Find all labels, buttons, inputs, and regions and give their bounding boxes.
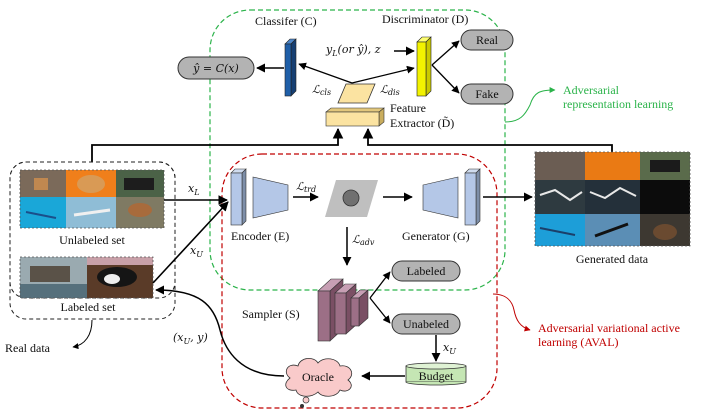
disc-to-fake-arrow	[431, 64, 460, 94]
fake-pill	[460, 83, 514, 105]
unlabeled-set-label: Unlabeled set	[59, 233, 125, 247]
generated-data-to-fe-line	[362, 127, 613, 152]
sampler-block	[317, 278, 369, 342]
generator-label: Generator (G)	[402, 229, 470, 243]
classifier-output-pill	[177, 56, 255, 80]
unlabeled-pill	[391, 313, 461, 335]
oracle-label: Oracle	[302, 370, 334, 384]
real-pill-text: Real	[476, 33, 499, 47]
aval-label-line1: Adversarial variational active	[538, 321, 680, 335]
adv-rep-label-line1: Adversarial	[563, 83, 620, 97]
encoder-input-block	[230, 168, 247, 226]
real-pill	[460, 29, 514, 51]
discriminator-label: Discriminator (D)	[382, 12, 468, 26]
sampler-to-labeled-arrow	[369, 271, 391, 299]
oracle-cloud	[285, 358, 353, 408]
adv-rep-pointer	[504, 87, 556, 123]
disc-to-real-arrow	[431, 40, 460, 66]
encoder-trapezoid	[252, 176, 289, 219]
xU-arrow	[152, 201, 229, 284]
sampler-to-unlabeled-arrow	[369, 297, 391, 324]
generated-images	[534, 151, 691, 247]
labeled-pill-text: Labeled	[407, 264, 446, 278]
fake-pill-text: Fake	[475, 87, 498, 101]
loss-cls-label: ℒcls	[312, 83, 331, 97]
real-data-outer-region	[9, 161, 176, 320]
loss-dis-label: ℒdis	[380, 83, 400, 97]
feature-extractor-block	[325, 107, 385, 127]
unlabeled-images	[19, 169, 165, 229]
aval-label-line2: learning (AVAL)	[538, 335, 619, 349]
discriminator-input-label: yL(or ŷ), z	[325, 43, 381, 58]
labeled-set-label: Labeled set	[61, 300, 117, 314]
classifier-block	[284, 38, 297, 97]
real-data-pointer	[72, 319, 93, 350]
sampler-label: Sampler (S)	[242, 307, 300, 321]
generated-data-label: Generated data	[576, 252, 649, 266]
classifier-output-text: ŷ = C(x)	[192, 62, 239, 75]
feature-extractor-head	[337, 83, 376, 104]
fe-to-classifier-arrow	[298, 62, 353, 84]
oracle-feedback-label: (xU, y)	[173, 331, 208, 346]
latent-code	[342, 189, 360, 207]
generator-output-block	[464, 168, 481, 226]
xL-label: xL	[188, 182, 200, 197]
encoder-label: Encoder (E)	[231, 229, 289, 243]
feature-extractor-label-line2: Extractor (D̃)	[390, 116, 454, 130]
adversarial-representation-region	[209, 9, 506, 291]
budget-xU-label: xU	[443, 341, 456, 356]
unlabeled-pill-text: Unabeled	[403, 317, 449, 331]
feature-extractor-label-line1: Feature	[390, 101, 426, 115]
xU-label: xU	[190, 244, 203, 259]
real-data-to-fe-line	[91, 127, 344, 162]
loss-adv-label: ℒadv	[352, 233, 375, 247]
labeled-images	[19, 256, 154, 299]
generator-trapezoid	[422, 176, 459, 219]
classifier-label: Classifer (C)	[255, 14, 317, 28]
labeled-pill	[391, 260, 461, 282]
budget-cylinder	[405, 362, 467, 386]
budget-label: Budget	[419, 369, 454, 383]
loss-trd-label: ℒtrd	[296, 180, 316, 194]
oracle-feedback-arrow	[155, 285, 285, 377]
adv-rep-label-line2: representation learning	[563, 97, 673, 111]
fe-to-discriminator-arrow	[351, 65, 415, 84]
aval-region	[221, 153, 498, 409]
real-data-label: Real data	[5, 341, 51, 355]
aval-pointer	[492, 293, 531, 332]
discriminator-block	[416, 36, 432, 97]
